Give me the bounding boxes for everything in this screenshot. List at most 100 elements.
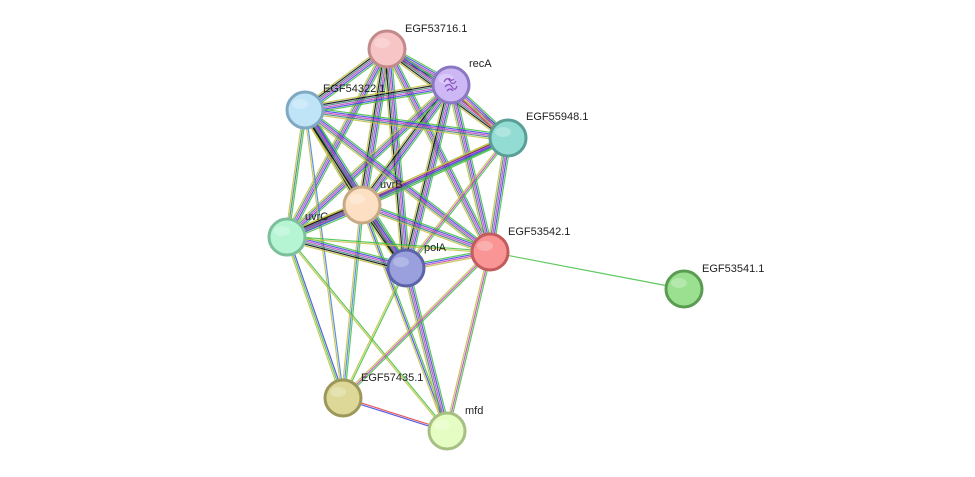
edge-channel-line [359, 48, 386, 205]
edge-channel-line [453, 84, 494, 252]
edge-channel-line [406, 138, 510, 270]
edge-channel-line [287, 49, 389, 239]
edge-channel-line [303, 110, 490, 254]
edge-channel-line [448, 85, 490, 253]
node-egf54322-1[interactable]: EGF54322.1 [285, 83, 385, 130]
node-highlight [274, 226, 290, 236]
edge-channel-line [284, 109, 305, 237]
edge-egf54322-1-egf55948-1 [304, 106, 509, 142]
edge-channel-line [406, 85, 453, 269]
node-mfd[interactable]: mfd [427, 405, 483, 451]
edge-channel-line [284, 237, 343, 399]
node-label: EGF55948.1 [526, 111, 588, 123]
node-highlight [349, 194, 365, 204]
node-highlight [374, 38, 390, 48]
node-egf53542-1[interactable]: EGF53542.1 [470, 226, 570, 272]
node-pola[interactable]: polA [386, 242, 447, 288]
node-label: EGF57435.1 [361, 372, 423, 384]
edge-channel-line [364, 87, 455, 208]
edge-channel-line [304, 112, 508, 142]
edge-egf54322-1-egf57435-1 [303, 109, 345, 399]
edge-channel-line [450, 84, 491, 253]
edge-channel-line [306, 106, 493, 250]
edge-channel-line [358, 82, 449, 203]
edge-channel-line [361, 204, 491, 253]
edge-channel-line [285, 47, 387, 237]
edge-channel-line [305, 108, 492, 252]
node-reca[interactable]: recA [431, 58, 492, 105]
edge-uvrc-egf57435-1 [284, 236, 346, 399]
edge-egf55948-1-uvrc [285, 135, 510, 240]
edge-channel-line [302, 112, 489, 256]
node-label: recA [469, 58, 492, 70]
edge-pola-egf57435-1 [341, 267, 408, 399]
node-uvrb[interactable]: uvrB [342, 179, 403, 225]
node-egf55948-1[interactable]: EGF55948.1 [488, 111, 588, 158]
edge-uvrb-egf53542-1 [360, 201, 492, 256]
edge-channel-line [362, 201, 492, 250]
node-circle[interactable] [664, 269, 704, 309]
node-label: EGF53542.1 [508, 226, 570, 238]
edge-channel-line [384, 49, 405, 269]
edge-channel-line [285, 240, 406, 273]
edge-reca-egf53542-1 [447, 84, 494, 253]
node-circle[interactable] [367, 29, 407, 69]
edge-egf53542-1-egf53541-1 [489, 251, 685, 290]
edge-channel-line [286, 237, 490, 254]
edge-channel-line [286, 136, 508, 237]
edge-uvrc-egf53542-1 [286, 235, 491, 254]
node-highlight [495, 127, 511, 137]
edge-channel-line [304, 109, 509, 139]
edge-channel-line [446, 251, 491, 432]
edge-channel-line [406, 267, 450, 431]
edge-channel-line [343, 268, 408, 399]
edge-channel-line [287, 236, 346, 398]
edge-egf53716-1-uvrc [283, 47, 391, 239]
edge-channel-line [340, 204, 362, 398]
edge-uvrb-egf57435-1 [340, 204, 365, 399]
node-circle[interactable] [470, 232, 510, 272]
node-circle[interactable] [488, 118, 528, 158]
edge-channel-line [286, 109, 306, 238]
node-circle[interactable] [285, 90, 325, 130]
edge-channel-line [286, 238, 406, 271]
edge-channel-line [343, 252, 492, 400]
node-label: EGF53541.1 [702, 263, 764, 275]
edge-channel-line [404, 136, 508, 268]
edge-channel-line [360, 48, 387, 205]
edge-egf54322-1-egf53542-1 [302, 106, 493, 256]
node-egf53716-1[interactable]: EGF53716.1 [367, 23, 467, 69]
node-circle[interactable] [267, 217, 307, 257]
node-uvrc[interactable]: uvrC [267, 211, 328, 257]
edge-channel-line [389, 47, 494, 251]
edge-channel-line [357, 48, 384, 205]
edge-channel-line [401, 83, 448, 268]
node-circle[interactable] [323, 378, 363, 418]
edge-channel-line [363, 140, 510, 209]
edge-channel-line [289, 50, 391, 239]
edge-channel-line [451, 84, 493, 252]
node-circle[interactable] [386, 248, 426, 288]
edge-channel-line [390, 48, 411, 268]
edge-channel-line [285, 135, 508, 236]
node-label: EGF54322.1 [323, 83, 385, 95]
edge-channel-line [287, 235, 407, 268]
edge-channel-line [342, 204, 363, 399]
edge-channel-line [363, 86, 454, 207]
edge-channel-line [287, 235, 491, 252]
edge-uvrc-mfd [285, 236, 449, 432]
edge-channel-line [287, 139, 510, 240]
node-label: uvrC [305, 211, 328, 223]
node-highlight [434, 420, 450, 430]
edge-channel-line [362, 49, 389, 206]
edge-channel-line [286, 237, 406, 270]
edge-channel-line [285, 237, 447, 432]
node-circle[interactable] [427, 411, 467, 451]
node-egf53541-1[interactable]: EGF53541.1 [664, 263, 764, 309]
edge-channel-line [362, 85, 453, 206]
edge-channel-line [304, 82, 451, 109]
node-egf57435-1[interactable]: EGF57435.1 [323, 372, 423, 418]
edge-channel-line [341, 250, 490, 398]
node-circle[interactable] [342, 185, 382, 225]
